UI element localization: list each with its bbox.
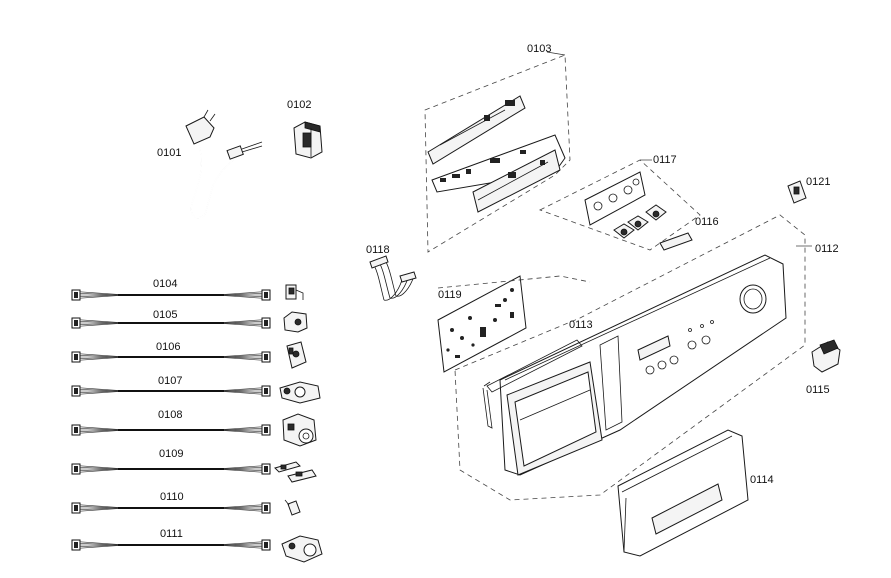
harness-0104 <box>71 289 271 301</box>
label-0116: 0116 <box>695 216 719 228</box>
component-0105 <box>283 311 308 333</box>
part-0115-knob <box>811 339 841 373</box>
part-0118-ribbon-cable <box>369 255 417 301</box>
wiring-harness-group <box>71 289 271 551</box>
label-0102: 0102 <box>287 99 311 111</box>
label-0109: 0109 <box>159 448 183 460</box>
harness-0108 <box>71 424 271 436</box>
part-0112-control-panel <box>454 214 812 501</box>
harness-components <box>274 284 323 563</box>
part-0102-filter <box>293 121 323 159</box>
label-0110: 0110 <box>160 491 184 503</box>
part-0121-switch <box>787 180 807 204</box>
part-0113-seal <box>482 339 583 429</box>
label-0101: 0101 <box>157 147 181 159</box>
label-0121: 0121 <box>806 176 830 188</box>
harness-0106 <box>71 351 271 363</box>
label-0114: 0114 <box>750 474 774 486</box>
label-0107: 0107 <box>158 375 182 387</box>
part-0101-power-cord <box>185 109 263 219</box>
label-0113: 0113 <box>569 319 593 331</box>
component-0109 <box>274 461 317 483</box>
component-0111 <box>281 535 323 563</box>
part-0114-drawer-handle <box>617 429 749 557</box>
part-0116-light-guide <box>659 232 693 251</box>
label-0106: 0106 <box>156 341 180 353</box>
component-0104 <box>285 284 304 300</box>
label-0118: 0118 <box>366 244 390 256</box>
label-0103: 0103 <box>527 43 551 55</box>
label-0108: 0108 <box>158 409 182 421</box>
harness-0105 <box>71 317 271 329</box>
part-0119-display-board <box>437 275 591 373</box>
component-0106 <box>286 341 307 369</box>
label-0111: 0111 <box>160 528 183 540</box>
label-0119: 0119 <box>438 289 462 301</box>
harness-0111 <box>71 539 271 551</box>
label-0104: 0104 <box>153 278 177 290</box>
part-0117-selector-assembly <box>538 159 701 251</box>
label-0105: 0105 <box>153 309 177 321</box>
component-0107 <box>279 381 321 404</box>
label-0112: 0112 <box>815 243 839 255</box>
part-0103-control-module <box>424 51 571 253</box>
harness-0110 <box>71 502 271 514</box>
component-0108 <box>282 413 317 447</box>
label-0117: 0117 <box>653 154 677 166</box>
harness-0109 <box>71 463 271 475</box>
harness-0107 <box>71 385 271 397</box>
component-0110 <box>284 499 301 516</box>
label-0115: 0115 <box>806 384 830 396</box>
